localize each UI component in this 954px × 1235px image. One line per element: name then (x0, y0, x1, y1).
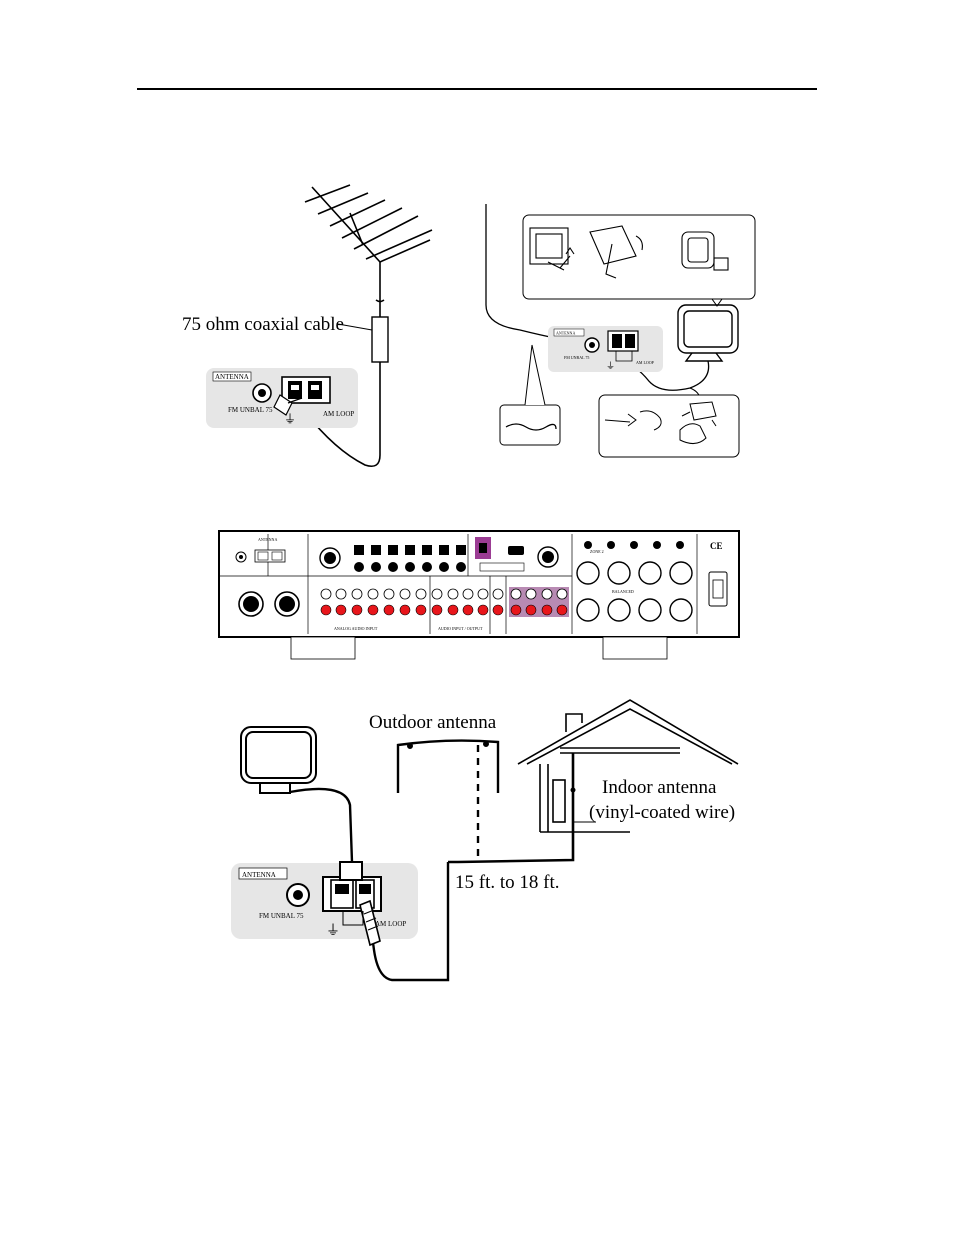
fig2-fm-label: FM UNBAL 75 (564, 355, 589, 360)
yagi-antenna-illustration (304, 184, 433, 318)
fig4-plug-bottom (359, 899, 381, 947)
rca-white-row (320, 588, 504, 600)
rear-ce-mark: CE (710, 541, 723, 551)
fig1-fm-label: FM UNBAL 75 (228, 406, 273, 414)
rear-zone2-label: ZONE 2 (590, 549, 604, 554)
coax-cable (304, 411, 381, 468)
indoor-antenna-label-line2: (vinyl-coated wire) (589, 802, 735, 823)
assembly-step-1 (529, 227, 575, 271)
fig4-plug-top (339, 861, 363, 881)
fig4-fm-label: FM UNBAL 75 (259, 912, 304, 920)
wire-insert-illustration (604, 401, 717, 444)
header-rule (137, 88, 817, 90)
rear-antenna-label: ANTENNA (258, 537, 277, 542)
indoor-antenna-wire (448, 753, 575, 864)
hdmi-port (508, 546, 524, 555)
fig4-am-label: AM LOOP (375, 920, 406, 928)
ground-wire (368, 862, 450, 982)
coax-connector-block (371, 316, 389, 363)
indoor-antenna-label-line1: Indoor antenna (602, 777, 717, 798)
outdoor-antenna-label: Outdoor antenna (369, 712, 497, 733)
fig4-am-antenna-installation: Outdoor antenna Indoor antenna (vinyl-co… (231, 699, 739, 982)
fig4-panel-title: ANTENNA (242, 871, 276, 879)
rear-analog-input-label: ANALOG AUDIO INPUT (334, 626, 378, 631)
fig2-panel-title: ANTENNA (556, 331, 575, 336)
fig1-am-label: AM LOOP (323, 410, 354, 418)
fig1-panel-title: ANTENNA (215, 373, 249, 381)
distance-label: 15 ft. to 18 ft. (455, 872, 560, 893)
rca-red-row (320, 604, 568, 616)
fig4-am-loop-antenna (240, 726, 317, 794)
coax-cable-label: 75 ohm coaxial cable (182, 314, 344, 335)
digital-input-squares (354, 545, 466, 572)
rear-balanced-label: BALANCED (612, 589, 634, 594)
fig4-ground-symbol: ⏚ (326, 923, 340, 939)
rear-foot-right (602, 636, 668, 660)
xlr-connectors (238, 561, 693, 622)
fig2-am-loop-diagram: ANTENNA FM UNBAL 75 AM LOOP ⏚ (485, 204, 756, 458)
fm-wire-bundle-icon (505, 423, 557, 431)
outdoor-antenna-wire (396, 739, 500, 862)
rear-audio-io-label: AUDIO INPUT / OUTPUT (438, 626, 483, 631)
rear-foot-left (290, 636, 356, 660)
fig1-plug-illustration (273, 394, 303, 416)
assembly-step-3 (681, 231, 729, 271)
am-loop-antenna (677, 304, 739, 362)
fig2-ground-symbol: ⏚ (606, 361, 615, 371)
fig2-am-label: AM LOOP (636, 360, 655, 365)
fig4-loop-cable (289, 787, 354, 863)
am-loop-assembly-callout (522, 214, 756, 300)
am-loop-connection-callout (598, 394, 740, 458)
fig1-ground-symbol: ⏚ (284, 412, 296, 426)
assembly-step-2 (589, 225, 643, 279)
fig3-rear-panel-diagram: ANTENNA (218, 530, 740, 660)
house-illustration (517, 699, 739, 833)
fig1-fm-antenna-diagram: 75 ohm coaxial cable ANTENNA FM UNBAL 75… (182, 184, 433, 468)
